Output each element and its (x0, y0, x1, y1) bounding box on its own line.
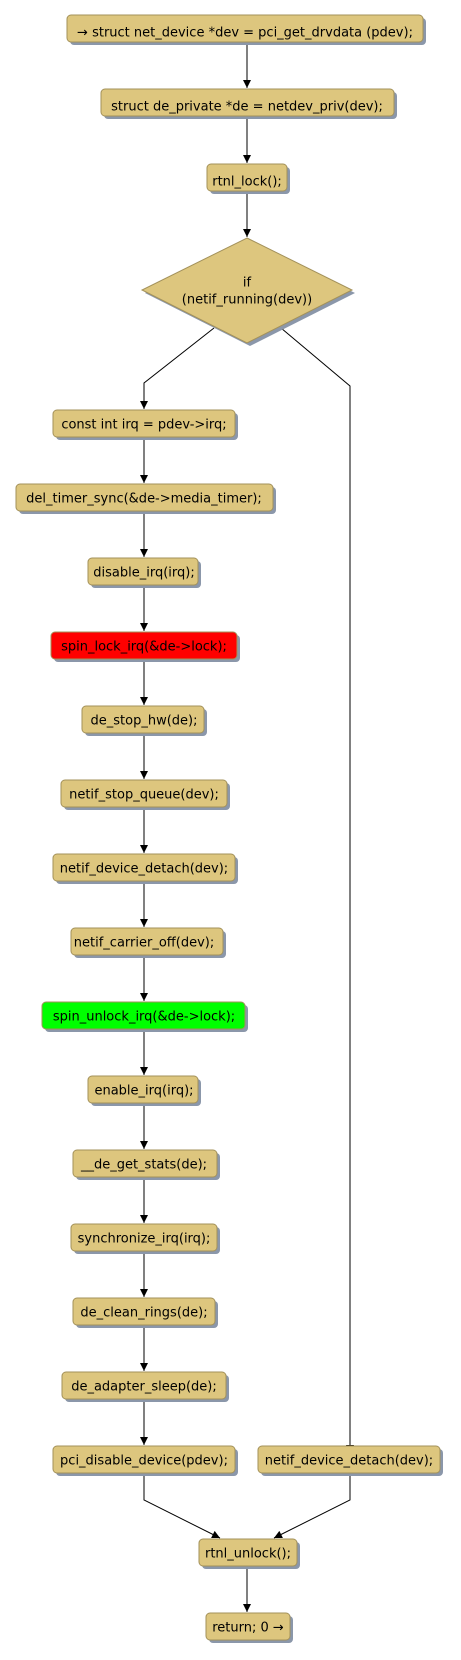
node-label: rtnl_lock(); (212, 175, 282, 190)
node-label: enable_irq(irq); (94, 1084, 193, 1099)
node-synchronize-irq[interactable]: synchronize_irq(irq); (70, 1223, 220, 1254)
node-label: struct de_private *de = netdev_priv(dev)… (111, 100, 383, 115)
edges (140, 45, 354, 1612)
node-label: de_stop_hw(de); (91, 714, 198, 729)
node-label: synchronize_irq(irq); (78, 1232, 211, 1247)
node-enable-irq[interactable]: enable_irq(irq); (87, 1075, 201, 1106)
node-label: netif_carrier_off(dev); (74, 936, 214, 951)
node-get-drvdata[interactable]: → struct net_device *dev = pci_get_drvda… (66, 14, 426, 45)
node-netdev-priv[interactable]: struct de_private *de = netdev_priv(dev)… (100, 88, 397, 119)
node-rtnl-unlock[interactable]: rtnl_unlock(); (198, 1538, 300, 1569)
node-label: disable_irq(irq); (93, 566, 194, 581)
node-label: netif_stop_queue(dev); (69, 788, 219, 803)
edge-cond-n4 (140, 327, 215, 409)
node-de-get-stats[interactable]: __de_get_stats(de); (72, 1149, 220, 1180)
node-label: de_adapter_sleep(de); (71, 1380, 217, 1395)
node-label: const int irq = pdev->irq; (61, 418, 226, 433)
node-netif-carrier-off[interactable]: netif_carrier_off(dev); (70, 927, 226, 958)
node-netif-stop-queue[interactable]: netif_stop_queue(dev); (60, 779, 230, 810)
node-label: return; 0 → (212, 1621, 284, 1636)
node-label: pci_disable_device(pdev); (60, 1454, 228, 1469)
decision-netif-running[interactable]: if (netif_running(dev)) (140, 237, 355, 346)
node-label: de_clean_rings(de); (80, 1306, 207, 1321)
node-label: del_timer_sync(&de->media_timer); (26, 492, 262, 507)
node-de-clean-rings[interactable]: de_clean_rings(de); (72, 1297, 218, 1328)
node-label: rtnl_unlock(); (205, 1547, 291, 1562)
node-pci-disable-device[interactable]: pci_disable_device(pdev); (52, 1445, 238, 1476)
node-netif-device-detach-right[interactable]: netif_device_detach(dev); (257, 1445, 443, 1476)
node-de-adapter-sleep[interactable]: de_adapter_sleep(de); (61, 1371, 229, 1402)
node-spin-lock-irq[interactable]: spin_lock_irq(&de->lock); (50, 631, 240, 662)
node-disable-irq[interactable]: disable_irq(irq); (87, 557, 201, 588)
edge-n19-n20 (273, 1475, 351, 1539)
node-return[interactable]: return; 0 → (205, 1612, 293, 1643)
node-del-timer-sync[interactable]: del_timer_sync(&de->media_timer); (15, 483, 276, 514)
node-label: __de_get_stats(de); (80, 1158, 207, 1173)
decision-label-line2: (netif_running(dev)) (182, 293, 312, 308)
node-label: netif_device_detach(dev); (265, 1454, 433, 1469)
edge-n18-n20 (143, 1475, 221, 1539)
node-spin-unlock-irq[interactable]: spin_unlock_irq(&de->lock); (41, 1001, 248, 1032)
nodes: → struct net_device *dev = pci_get_drvda… (15, 14, 443, 1643)
node-label: → struct net_device *dev = pci_get_drvda… (77, 26, 413, 41)
node-label: netif_device_detach(dev); (60, 862, 228, 877)
node-rtnl-lock[interactable]: rtnl_lock(); (206, 163, 290, 194)
node-de-stop-hw[interactable]: de_stop_hw(de); (81, 705, 207, 736)
node-label: spin_lock_irq(&de->lock); (61, 640, 227, 655)
edge-cond-n19 (280, 327, 354, 1453)
node-netif-device-detach-left[interactable]: netif_device_detach(dev); (52, 853, 238, 884)
node-const-irq[interactable]: const int irq = pdev->irq; (52, 409, 238, 440)
node-label: spin_unlock_irq(&de->lock); (53, 1010, 235, 1025)
decision-label-line1: if (243, 276, 252, 291)
